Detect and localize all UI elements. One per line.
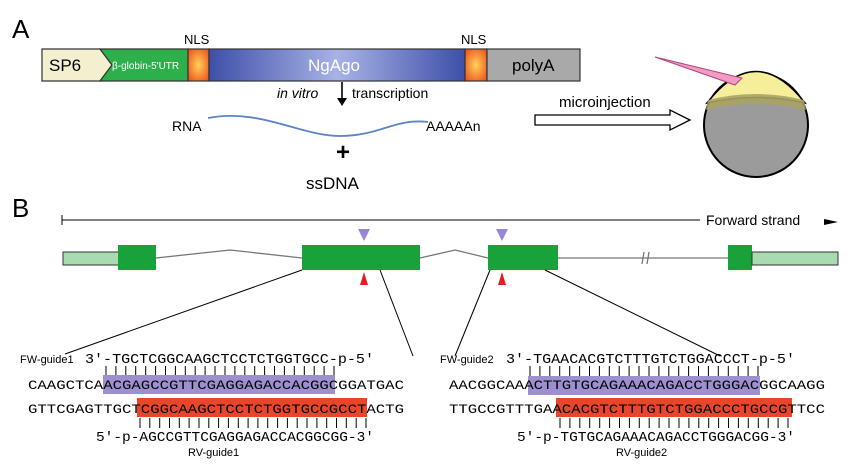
zoom-line-left-1 (64, 269, 303, 355)
red-cut-marker-2 (498, 272, 506, 285)
nls-left-box (187, 48, 210, 82)
sp6-label: SP6 (49, 56, 81, 75)
rv-guide2-label: RV-guide2 (616, 447, 667, 459)
in-vitro-label: in vitro (277, 85, 318, 101)
plus-sign: + (336, 139, 350, 166)
polya-box (486, 48, 581, 82)
sequence-block-left: FW-guide1 3'-TGCTCGGCAAGCTCCTCTGGTGCC-p-… (20, 353, 404, 459)
zoom-line-right-2 (544, 269, 721, 357)
rna-strand (207, 114, 429, 137)
red-highlight-left (137, 398, 367, 417)
nls-right-box (464, 48, 488, 82)
rv-guide1-pairing-ticks (139, 418, 367, 428)
microinjection-label: microinjection (559, 94, 651, 111)
utr-label: β-globin-5'UTR (112, 61, 179, 72)
ngago-label: NgAgo (308, 56, 360, 75)
rv-guide1-label: RV-guide1 (188, 447, 239, 459)
top-strand-right: AACGGCAAACTTGTGCAGAAACAGACCTGGGACGGCAAGG (449, 379, 825, 393)
sequence-block-right: FW-guide2 3'-TGAACACGTCTTTGTCTGGACCCT-p-… (440, 353, 825, 459)
nls-left-label: NLS (184, 32, 210, 47)
fw-guide2-label: FW-guide2 (440, 354, 494, 366)
purple-cut-marker-2 (496, 229, 508, 241)
purple-highlight-left (103, 375, 335, 394)
rna-label: RNA (172, 118, 202, 134)
rv-guide2-sequence: 5'-p-TGTGCAGAAACAGACCTGGGACGG-3' (517, 431, 795, 446)
forward-strand-arrow-icon (824, 219, 838, 225)
fw-guide1-label: FW-guide1 (20, 354, 74, 366)
rv-guide1-sequence: 5'-p-AGCCGTTCGAGGAGACCACGGCGG-3' (96, 431, 374, 446)
purple-highlight-right (528, 376, 760, 395)
transcription-label: transcription (352, 85, 428, 101)
polya-label: polyA (512, 56, 555, 75)
fw-guide2-sequence: 3'-TGAACACGTCTTTGTCTGGACCCT-p-5' (506, 353, 795, 368)
gene-model (62, 245, 839, 270)
purple-cut-marker-1 (358, 229, 370, 241)
bottom-strand-left: GTTCGAGTTGCTCGGCAAGCTCCTCTGGTGCCGCCTACTG (28, 403, 404, 417)
microinjection-arrow (534, 108, 692, 132)
transcription-arrow-head (337, 98, 347, 106)
bottom-strand-right: TTGCCGTTTGAACACGTCTTTGTCTGGACCCTGCCGTTCC (449, 403, 825, 417)
ngago-box (208, 48, 466, 82)
rv-guide2-pairing-ticks (559, 418, 789, 428)
red-highlight-right (556, 398, 792, 417)
fw-guide2-pairing-ticks (529, 366, 759, 376)
ssdna-label: ssDNA (306, 174, 360, 193)
zoom-line-right-1 (454, 269, 491, 357)
zoom-line-left-2 (379, 269, 414, 357)
embryo-illustration (654, 56, 809, 178)
top-strand-left: CAAGCTCAACGAGCCGTTCGAGGAGACCACGGCGGATGAC (28, 379, 404, 393)
utr-box (98, 48, 189, 82)
red-cut-marker-1 (360, 272, 368, 285)
panel-a-label: A (12, 14, 30, 44)
polya-tail-label: AAAAAn (426, 118, 480, 134)
fw-guide1-sequence: 3'-TGCTCGGCAAGCTCCTCTGGTGCC-p-5' (85, 353, 374, 368)
nls-right-label: NLS (461, 32, 487, 47)
fw-guide1-pairing-ticks (105, 366, 335, 375)
panel-b-label: B (12, 193, 29, 223)
forward-strand-label: Forward strand (706, 212, 800, 228)
